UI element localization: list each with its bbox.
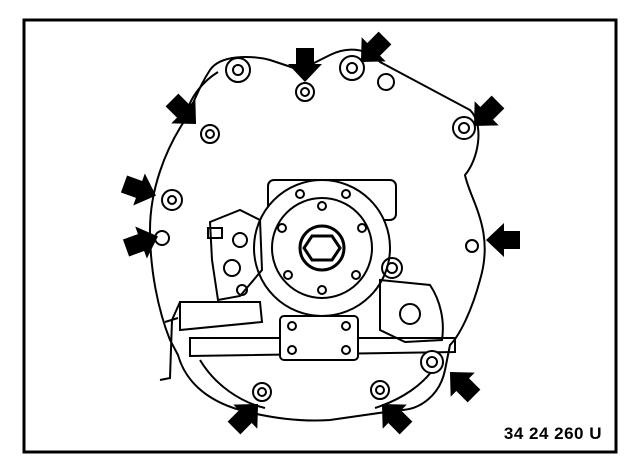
housing-bolts xyxy=(154,55,479,402)
bolt-icon xyxy=(200,124,220,144)
bolt-icon xyxy=(252,382,272,402)
bolt-icon xyxy=(339,55,365,81)
arrow-icon xyxy=(159,87,209,137)
bolt-icon xyxy=(370,380,390,400)
left-bracket xyxy=(159,208,264,381)
diagram-frame xyxy=(22,18,618,454)
bolt-icon xyxy=(225,57,251,83)
bolt-icon xyxy=(377,73,395,91)
bolt-icon xyxy=(465,239,479,253)
right-lobe xyxy=(379,257,444,344)
bolt-icon xyxy=(420,350,444,374)
reference-code: 34 24 260 U xyxy=(503,424,602,443)
bolt-icon xyxy=(161,189,183,211)
lower-cover xyxy=(189,315,456,409)
arrow-icon xyxy=(288,48,322,82)
bolt-icon xyxy=(295,82,315,102)
bolt-icon xyxy=(452,116,476,140)
center-flange xyxy=(253,179,397,317)
arrow-icon xyxy=(486,223,520,257)
